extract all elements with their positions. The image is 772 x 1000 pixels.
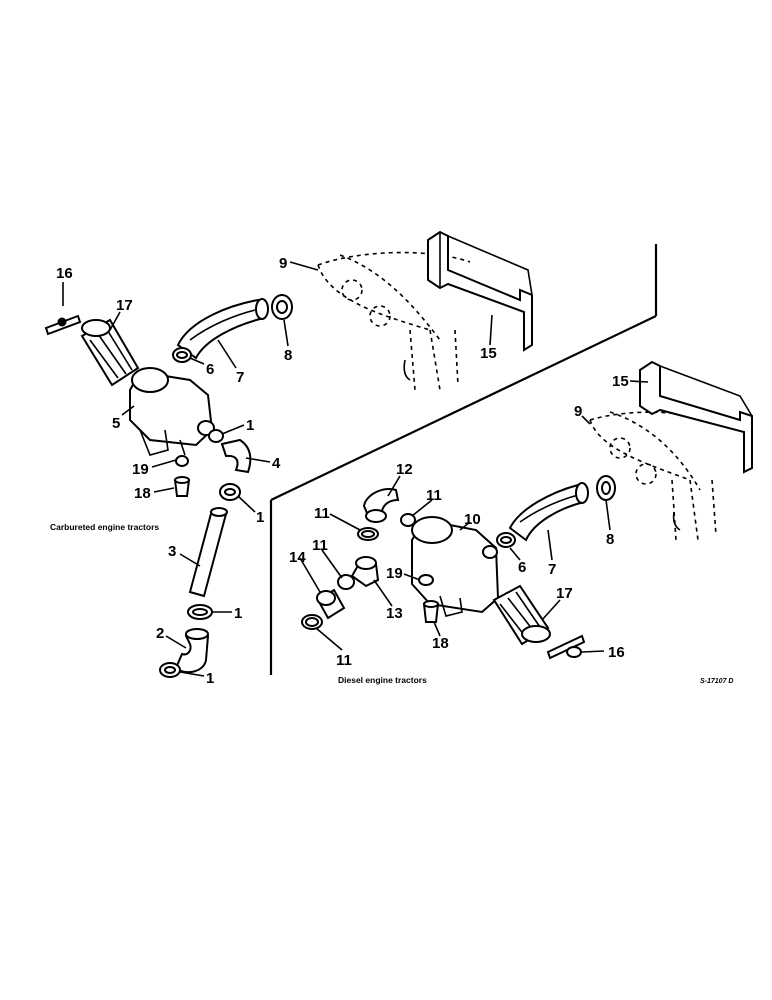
cap-8-right [596, 475, 616, 501]
clamp-1-c [187, 604, 213, 620]
clamp-1-d [159, 662, 181, 678]
callout-18-left: 18 [134, 485, 151, 502]
tractor-hood-outline-left [317, 251, 471, 391]
filter-element-17-right [492, 584, 551, 646]
cap-19-left [175, 455, 189, 467]
intake-hose-7-left [176, 298, 269, 360]
bracket-15-right [639, 360, 753, 474]
callout-labels: 16 17 5 6 7 8 9 15 1 4 19 18 1 3 1 2 1 1… [56, 255, 629, 687]
callout-11-d: 11 [336, 652, 352, 669]
callout-17-right: 17 [556, 585, 573, 602]
callout-7-left: 7 [236, 369, 244, 386]
callout-19-right: 19 [386, 565, 403, 582]
bracket-15-left [427, 230, 533, 352]
callout-4: 4 [272, 455, 281, 472]
clamp-6-right [496, 532, 516, 548]
callout-15-right: 15 [612, 373, 629, 390]
callout-19-left: 19 [132, 461, 149, 478]
callout-9-left: 9 [279, 255, 287, 272]
caption-diesel: Diesel engine tractors [338, 675, 427, 685]
callout-11-b: 11 [314, 505, 330, 522]
tube-14 [316, 588, 346, 620]
callout-2: 2 [156, 625, 164, 642]
clamp-11-b [357, 527, 379, 541]
clamp-1-a [208, 429, 224, 443]
cap-8-left [271, 294, 293, 320]
caption-carbureted: Carbureted engine tractors [50, 522, 159, 532]
clamp-1-b [219, 483, 241, 501]
section-divider [269, 244, 658, 675]
callout-1-a: 1 [246, 417, 254, 434]
clip-16-left [44, 314, 82, 336]
callout-11-a: 11 [426, 487, 442, 504]
callout-14: 14 [289, 549, 306, 566]
elbow-12 [362, 488, 400, 523]
callout-13: 13 [386, 605, 403, 622]
drain-valve-18-left [173, 476, 191, 497]
cap-19-right [418, 574, 434, 586]
callout-1-b: 1 [256, 509, 264, 526]
pipe-3 [188, 507, 228, 598]
callout-3: 3 [168, 543, 176, 560]
drain-valve-18-right [422, 600, 440, 623]
callout-8-left: 8 [284, 347, 292, 364]
callout-1-c: 1 [234, 605, 242, 622]
reference-number: S-17107 D [700, 678, 733, 685]
clip-16-right [546, 634, 586, 660]
callout-17-left: 17 [116, 297, 133, 314]
callout-15-left: 15 [480, 345, 497, 362]
elbow-2 [174, 628, 210, 674]
callout-9-right: 9 [574, 403, 582, 420]
leader-lines [62, 261, 649, 677]
elbow-13 [350, 556, 380, 588]
air-cleaner-10 [411, 516, 500, 617]
clamp-11-d [301, 614, 323, 630]
callout-16-left: 16 [56, 265, 73, 282]
callout-5: 5 [112, 415, 120, 432]
callout-12: 12 [396, 461, 413, 478]
intake-hose-7-right [508, 482, 589, 542]
elbow-4 [220, 438, 252, 474]
callout-8-right: 8 [606, 531, 614, 548]
callout-6-right: 6 [518, 559, 526, 576]
callout-11-c: 11 [312, 537, 328, 554]
clamp-6-left [172, 347, 192, 363]
callout-10: 10 [464, 511, 481, 528]
callout-6-left: 6 [206, 361, 214, 378]
callout-16-right: 16 [608, 644, 625, 661]
callout-18-right: 18 [432, 635, 449, 652]
callout-1-d: 1 [206, 670, 214, 687]
callout-7-right: 7 [548, 561, 556, 578]
filter-element-17-left [80, 318, 140, 387]
clamp-11-a [400, 513, 416, 527]
air-cleaner-5-left [129, 367, 215, 456]
clamp-11-c [337, 574, 355, 590]
